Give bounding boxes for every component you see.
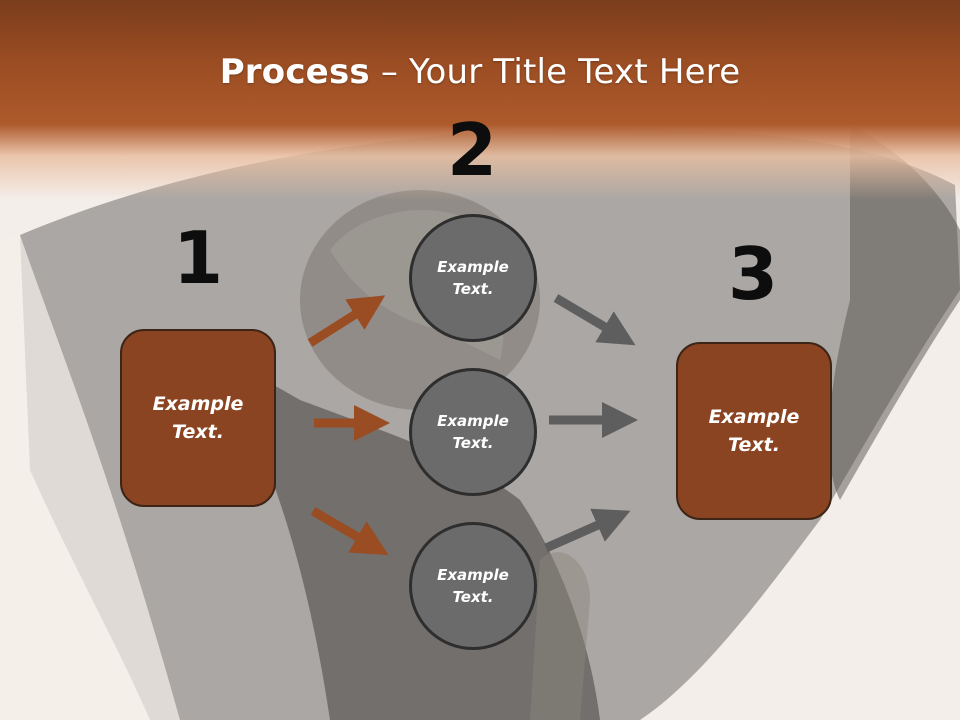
- circle-2: Example Text.: [409, 368, 537, 496]
- circle-1-text: Example Text.: [437, 257, 509, 299]
- circle-2-text: Example Text.: [437, 411, 509, 453]
- circle-3-text: Example Text.: [437, 565, 509, 607]
- title-bold: Process: [219, 52, 370, 92]
- step-number-1: 1: [172, 216, 224, 300]
- header-band: [0, 0, 960, 200]
- step-3-box: Example Text.: [676, 342, 832, 520]
- step-1-box: Example Text.: [120, 329, 276, 507]
- step-number-3: 3: [727, 232, 779, 316]
- slide-title: Process – Your Title Text Here: [0, 52, 960, 92]
- step-number-2: 2: [446, 108, 498, 192]
- title-rest: – Your Title Text Here: [369, 52, 741, 92]
- circle-3: Example Text.: [409, 522, 537, 650]
- circle-1: Example Text.: [409, 214, 537, 342]
- step-3-text: Example Text.: [708, 405, 800, 457]
- step-1-text: Example Text.: [152, 392, 244, 444]
